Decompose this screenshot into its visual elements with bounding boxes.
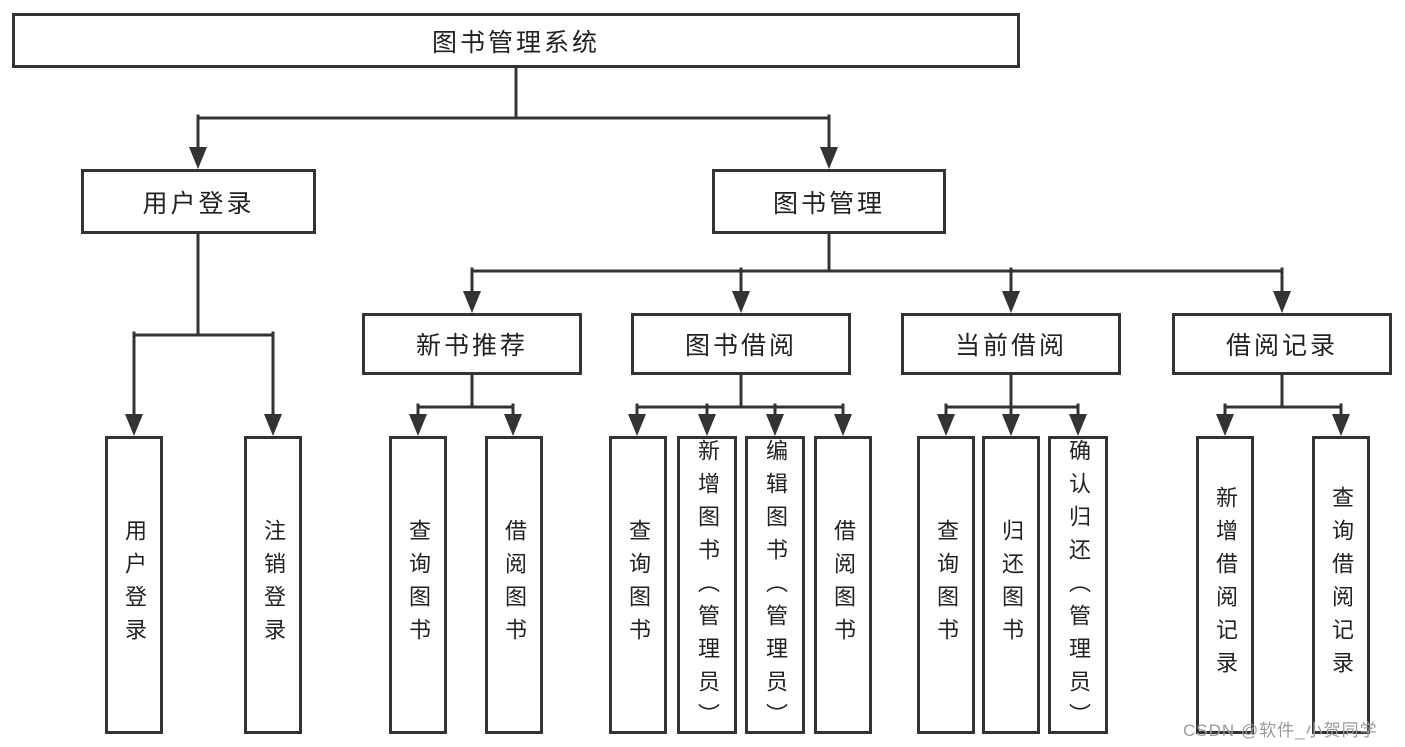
leaf-nbr-query-books: 查询图书 <box>389 436 447 734</box>
leaf-bb-edit-books-admin: 编辑图书（管理员） <box>745 436 805 736</box>
leaf-cb-return-books: 归还图书 <box>982 436 1040 734</box>
node-current-borrow: 当前借阅 <box>901 313 1121 375</box>
node-user-login: 用户登录 <box>81 169 316 234</box>
leaf-bb-add-books-admin: 新增图书（管理员） <box>677 436 737 736</box>
node-book-management: 图书管理 <box>712 169 946 234</box>
leaf-br-add-record: 新增借阅记录 <box>1196 436 1254 734</box>
leaf-cb-query-books: 查询图书 <box>917 436 975 734</box>
node-root: 图书管理系统 <box>12 13 1020 68</box>
leaf-logout: 注销登录 <box>244 436 302 734</box>
node-book-borrow: 图书借阅 <box>631 313 851 375</box>
node-borrow-records: 借阅记录 <box>1172 313 1392 375</box>
leaf-bb-borrow-books: 借阅图书 <box>814 436 872 734</box>
leaf-bb-query-books: 查询图书 <box>609 436 667 734</box>
tree-edges <box>132 66 1343 418</box>
csdn-watermark: CSDN @软件_小贺同学 <box>1183 721 1378 740</box>
leaf-br-query-record: 查询借阅记录 <box>1312 436 1370 734</box>
node-new-book-recommend: 新书推荐 <box>362 313 582 375</box>
leaf-nbr-borrow-books: 借阅图书 <box>485 436 543 734</box>
leaf-cb-confirm-return-admin: 确认归还（管理员） <box>1048 436 1108 736</box>
leaf-user-login: 用户登录 <box>105 436 163 734</box>
edge-trunks <box>132 66 1343 418</box>
